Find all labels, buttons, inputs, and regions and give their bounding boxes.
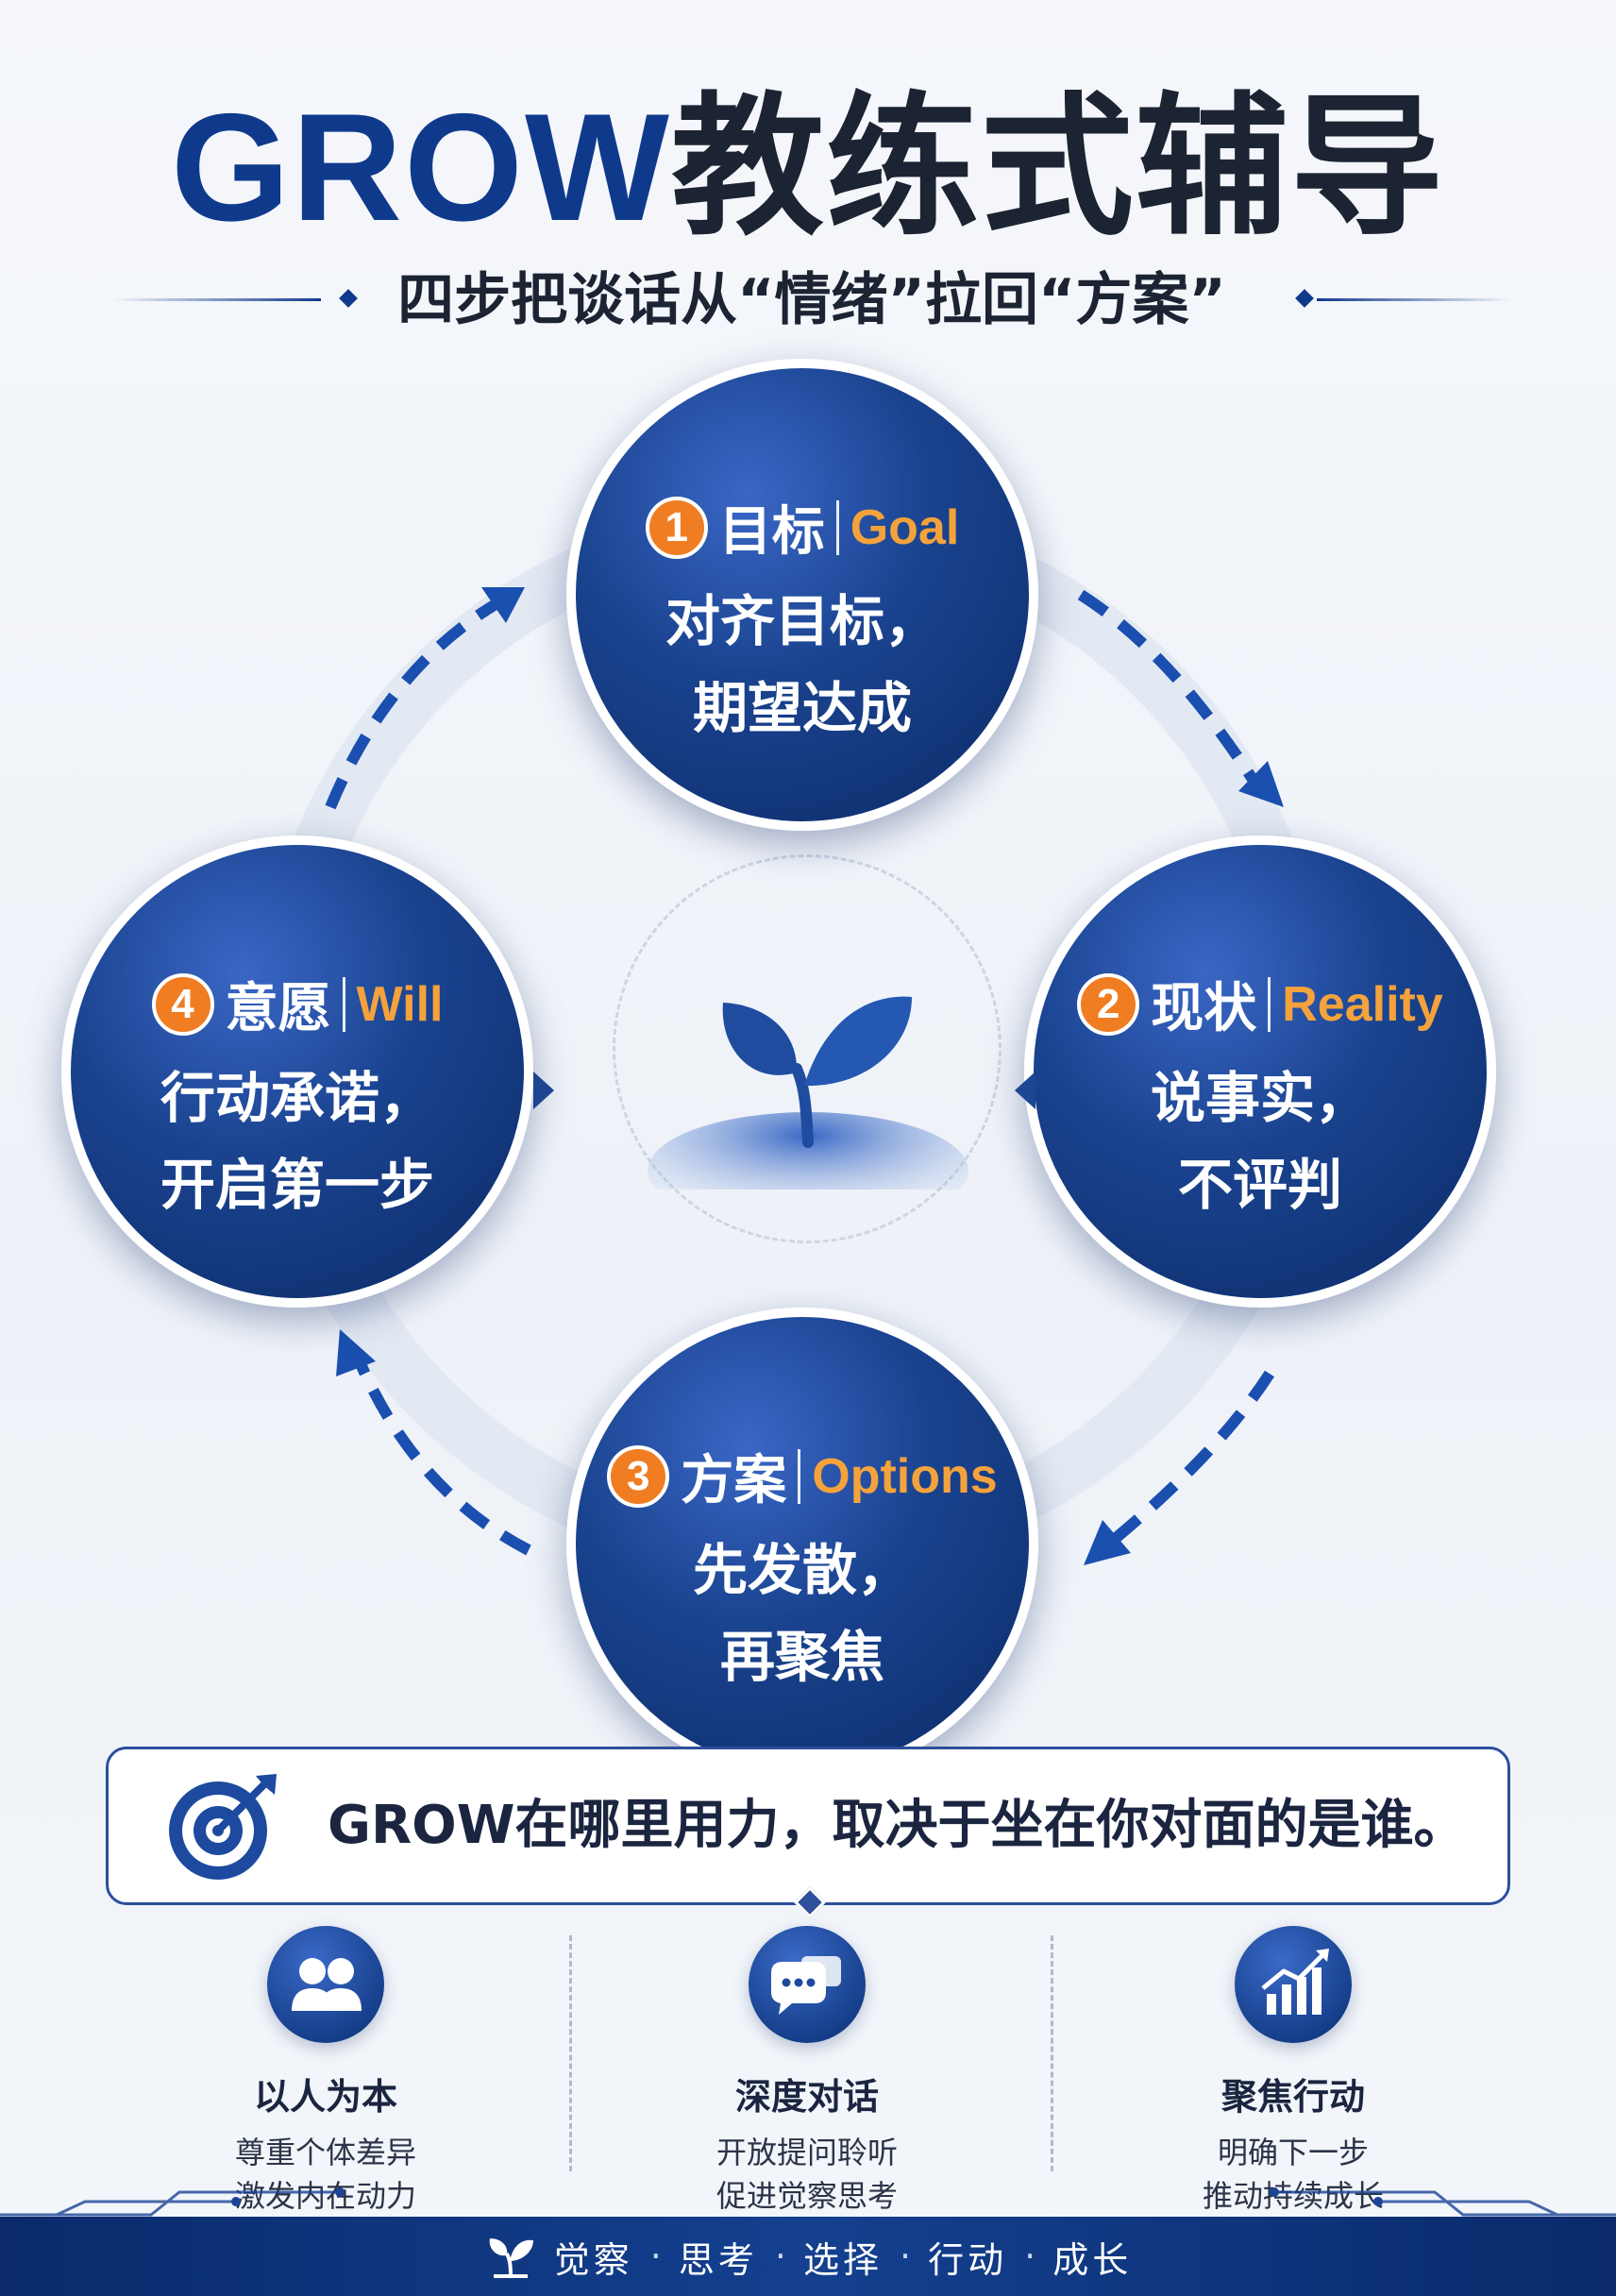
footer-bar: 觉察 · 思考 · 选择 · 行动 · 成长 bbox=[0, 2217, 1616, 2296]
step-name-en: Reality bbox=[1282, 976, 1443, 1032]
feature-action-focus: 聚焦行动 明确下一步 推动持续成长 bbox=[1095, 1926, 1491, 2218]
separator-bar bbox=[342, 976, 345, 1032]
grow-cycle: 1 目标 Goal 对齐目标， 期望达成 2 现状 Reality 说事实， 不… bbox=[0, 340, 1616, 1780]
feature-line: 激发内在动力 bbox=[234, 2178, 416, 2214]
arrowhead-icon bbox=[1238, 761, 1284, 807]
separator-bar bbox=[798, 1448, 801, 1504]
title-zh: 教练式辅导 bbox=[670, 79, 1445, 257]
footer-word: 觉察 bbox=[553, 2238, 633, 2281]
feature-title: 深度对话 bbox=[734, 2076, 879, 2118]
arrow-will-to-goal bbox=[325, 599, 499, 810]
circuit-decoration bbox=[0, 2187, 1616, 2217]
step-name-en: Will bbox=[356, 976, 444, 1032]
step-description: 说事实， 不评判 bbox=[1034, 1055, 1487, 1228]
feature-people-first: 以人为本 尊重个体差异 激发内在动力 bbox=[127, 1926, 524, 2218]
diamond-icon bbox=[339, 289, 358, 308]
step-desc-line: 先发散， bbox=[692, 1538, 912, 1602]
step-description: 行动承诺， 开启第一步 bbox=[71, 1055, 524, 1228]
feature-title: 以人为本 bbox=[253, 2076, 397, 2118]
feature-line: 开放提问聆听 bbox=[715, 2135, 898, 2170]
step-description: 先发散， 再聚焦 bbox=[576, 1527, 1029, 1700]
footer-content: 觉察 · 思考 · 选择 · 行动 · 成长 bbox=[0, 2217, 1616, 2296]
banner-text: GROW在哪里用力，取决于坐在你对面的是谁。 bbox=[328, 1795, 1467, 1856]
divider-line bbox=[113, 298, 321, 301]
footer-separator: · bbox=[649, 2236, 662, 2277]
step-desc-line: 不评判 bbox=[1177, 1153, 1342, 1217]
title-en: GROW bbox=[171, 82, 671, 253]
step-name-zh: 目标 bbox=[718, 501, 825, 563]
step-desc-line: 开启第一步 bbox=[160, 1153, 434, 1217]
feature-line: 尊重个体差异 bbox=[234, 2135, 416, 2170]
pointer-icon bbox=[533, 1072, 554, 1109]
separator-bar bbox=[835, 499, 839, 555]
footer-separator: · bbox=[900, 2236, 912, 2277]
step-desc-line: 行动承诺， bbox=[160, 1066, 434, 1130]
sprout-icon bbox=[489, 2238, 533, 2278]
footer-word: 选择 bbox=[802, 2238, 883, 2281]
subtitle: 四步把谈话从“情绪”拉回“方案” bbox=[397, 267, 1226, 333]
footer-separator: · bbox=[774, 2236, 786, 2277]
page-title: GROW教练式辅导 bbox=[0, 80, 1616, 256]
step-number-badge: 4 bbox=[151, 972, 214, 1036]
inner-dashed-circle bbox=[613, 854, 1002, 1243]
chat-icon bbox=[749, 1926, 866, 2043]
pointer-icon bbox=[1015, 1072, 1035, 1109]
footer-word: 思考 bbox=[678, 2238, 758, 2281]
footer-word: 成长 bbox=[1052, 2238, 1133, 2281]
step-header: 2 现状 Reality bbox=[1034, 966, 1487, 1042]
arrow-goal-to-reality bbox=[1077, 589, 1261, 787]
arrowhead-icon bbox=[1084, 1520, 1131, 1565]
arrowhead-icon bbox=[336, 1329, 376, 1376]
step-number-badge: 3 bbox=[607, 1444, 670, 1508]
step-desc-line: 期望达成 bbox=[692, 676, 912, 740]
step-header: 3 方案 Options bbox=[576, 1438, 1029, 1514]
sprout-icon bbox=[648, 996, 968, 1190]
step-desc-line: 说事实， bbox=[1150, 1066, 1370, 1130]
step-description: 对齐目标， 期望达成 bbox=[576, 578, 1029, 751]
feature-deep-dialogue: 深度对话 开放提问聆听 促进觉察思考 bbox=[609, 1926, 1005, 2218]
arrowhead-icon bbox=[481, 587, 525, 623]
step-number-badge: 2 bbox=[1077, 972, 1140, 1036]
step-desc-line: 再聚焦 bbox=[719, 1625, 884, 1689]
feature-divider bbox=[1051, 1935, 1053, 2171]
diamond-icon bbox=[1295, 289, 1314, 308]
divider-line bbox=[1317, 298, 1510, 301]
step-reality: 2 现状 Reality 说事实， 不评判 bbox=[1024, 836, 1496, 1308]
step-will: 4 意愿 Will 行动承诺， 开启第一步 bbox=[61, 836, 533, 1308]
subtitle-row: 四步把谈话从“情绪”拉回“方案” bbox=[0, 262, 1616, 338]
feature-line: 促进觉察思考 bbox=[715, 2178, 898, 2214]
step-desc-line: 对齐目标， bbox=[665, 589, 939, 653]
arrow-reality-to-options bbox=[1105, 1370, 1275, 1548]
step-header: 1 目标 Goal bbox=[576, 489, 1029, 566]
step-name-en: Options bbox=[812, 1448, 998, 1504]
feature-line: 明确下一步 bbox=[1217, 2135, 1369, 2170]
arrow-options-to-will bbox=[353, 1357, 531, 1556]
feature-title: 聚焦行动 bbox=[1220, 2076, 1365, 2118]
step-header: 4 意愿 Will bbox=[71, 966, 524, 1042]
step-name-zh: 现状 bbox=[1151, 978, 1257, 1039]
step-name-zh: 意愿 bbox=[225, 978, 331, 1039]
separator-bar bbox=[1268, 976, 1271, 1032]
step-name-zh: 方案 bbox=[681, 1450, 787, 1511]
step-options: 3 方案 Options 先发散， 再聚焦 bbox=[566, 1308, 1038, 1780]
feature-line: 推动持续成长 bbox=[1202, 2178, 1384, 2214]
people-icon bbox=[267, 1926, 384, 2043]
step-number-badge: 1 bbox=[645, 496, 708, 559]
step-goal: 1 目标 Goal 对齐目标， 期望达成 bbox=[566, 359, 1038, 831]
feature-divider bbox=[569, 1935, 572, 2171]
target-icon bbox=[169, 1774, 277, 1880]
cycle-arrows bbox=[325, 587, 1284, 1565]
footer-word: 行动 bbox=[928, 2238, 1008, 2281]
key-message-banner: GROW在哪里用力，取决于坐在你对面的是谁。 bbox=[106, 1747, 1510, 1905]
step-name-en: Goal bbox=[850, 499, 960, 555]
growth-chart-icon bbox=[1235, 1926, 1352, 2043]
footer-separator: · bbox=[1024, 2236, 1036, 2277]
